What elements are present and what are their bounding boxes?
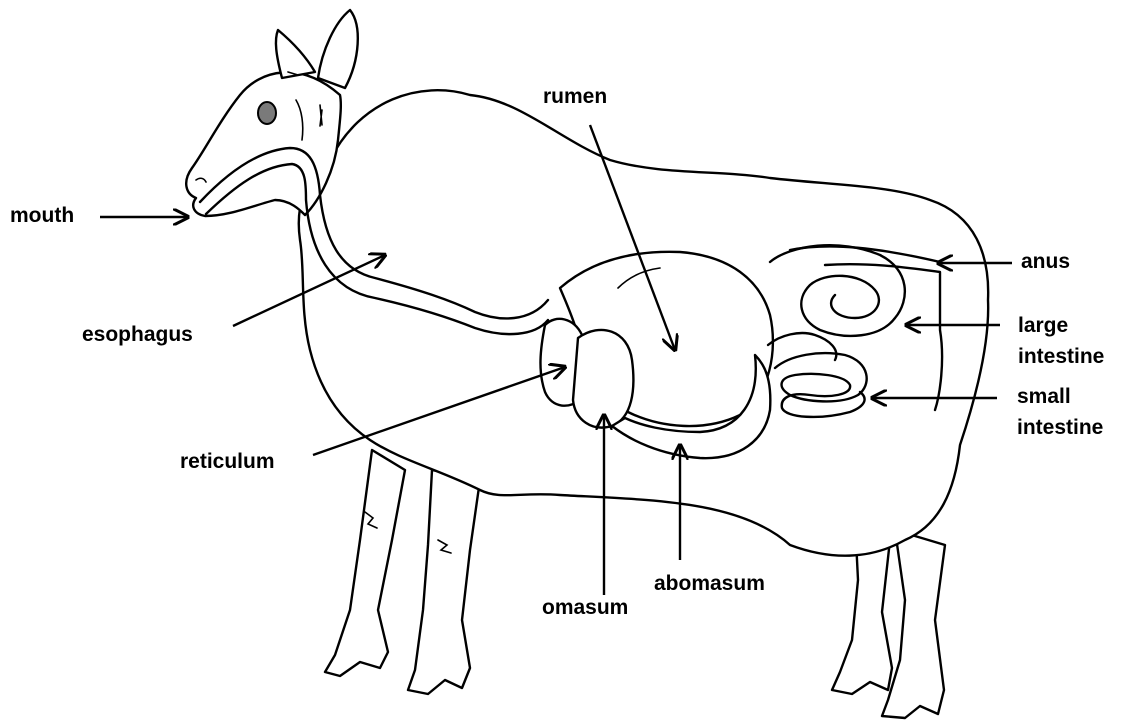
label-rumen: rumen bbox=[543, 85, 607, 108]
label-large-intestine-line1: large bbox=[1018, 314, 1068, 337]
label-large-intestine-line2: intestine bbox=[1018, 345, 1104, 368]
label-abomasum: abomasum bbox=[654, 572, 765, 595]
label-anus: anus bbox=[1021, 250, 1070, 273]
label-omasum: omasum bbox=[542, 596, 628, 619]
front-right-leg bbox=[408, 470, 480, 694]
label-esophagus: esophagus bbox=[82, 323, 193, 346]
label-reticulum: reticulum bbox=[180, 450, 275, 473]
ear-front bbox=[318, 10, 358, 88]
label-mouth: mouth bbox=[10, 204, 74, 227]
omasum-organ bbox=[573, 330, 633, 428]
label-small-intestine-line2: intestine bbox=[1017, 416, 1103, 439]
label-small-intestine-line1: small bbox=[1017, 385, 1071, 408]
front-left-leg bbox=[325, 450, 405, 676]
hind-right-leg bbox=[882, 530, 945, 718]
eye bbox=[258, 102, 276, 124]
head-outline bbox=[186, 72, 341, 216]
ear-back bbox=[276, 30, 315, 78]
